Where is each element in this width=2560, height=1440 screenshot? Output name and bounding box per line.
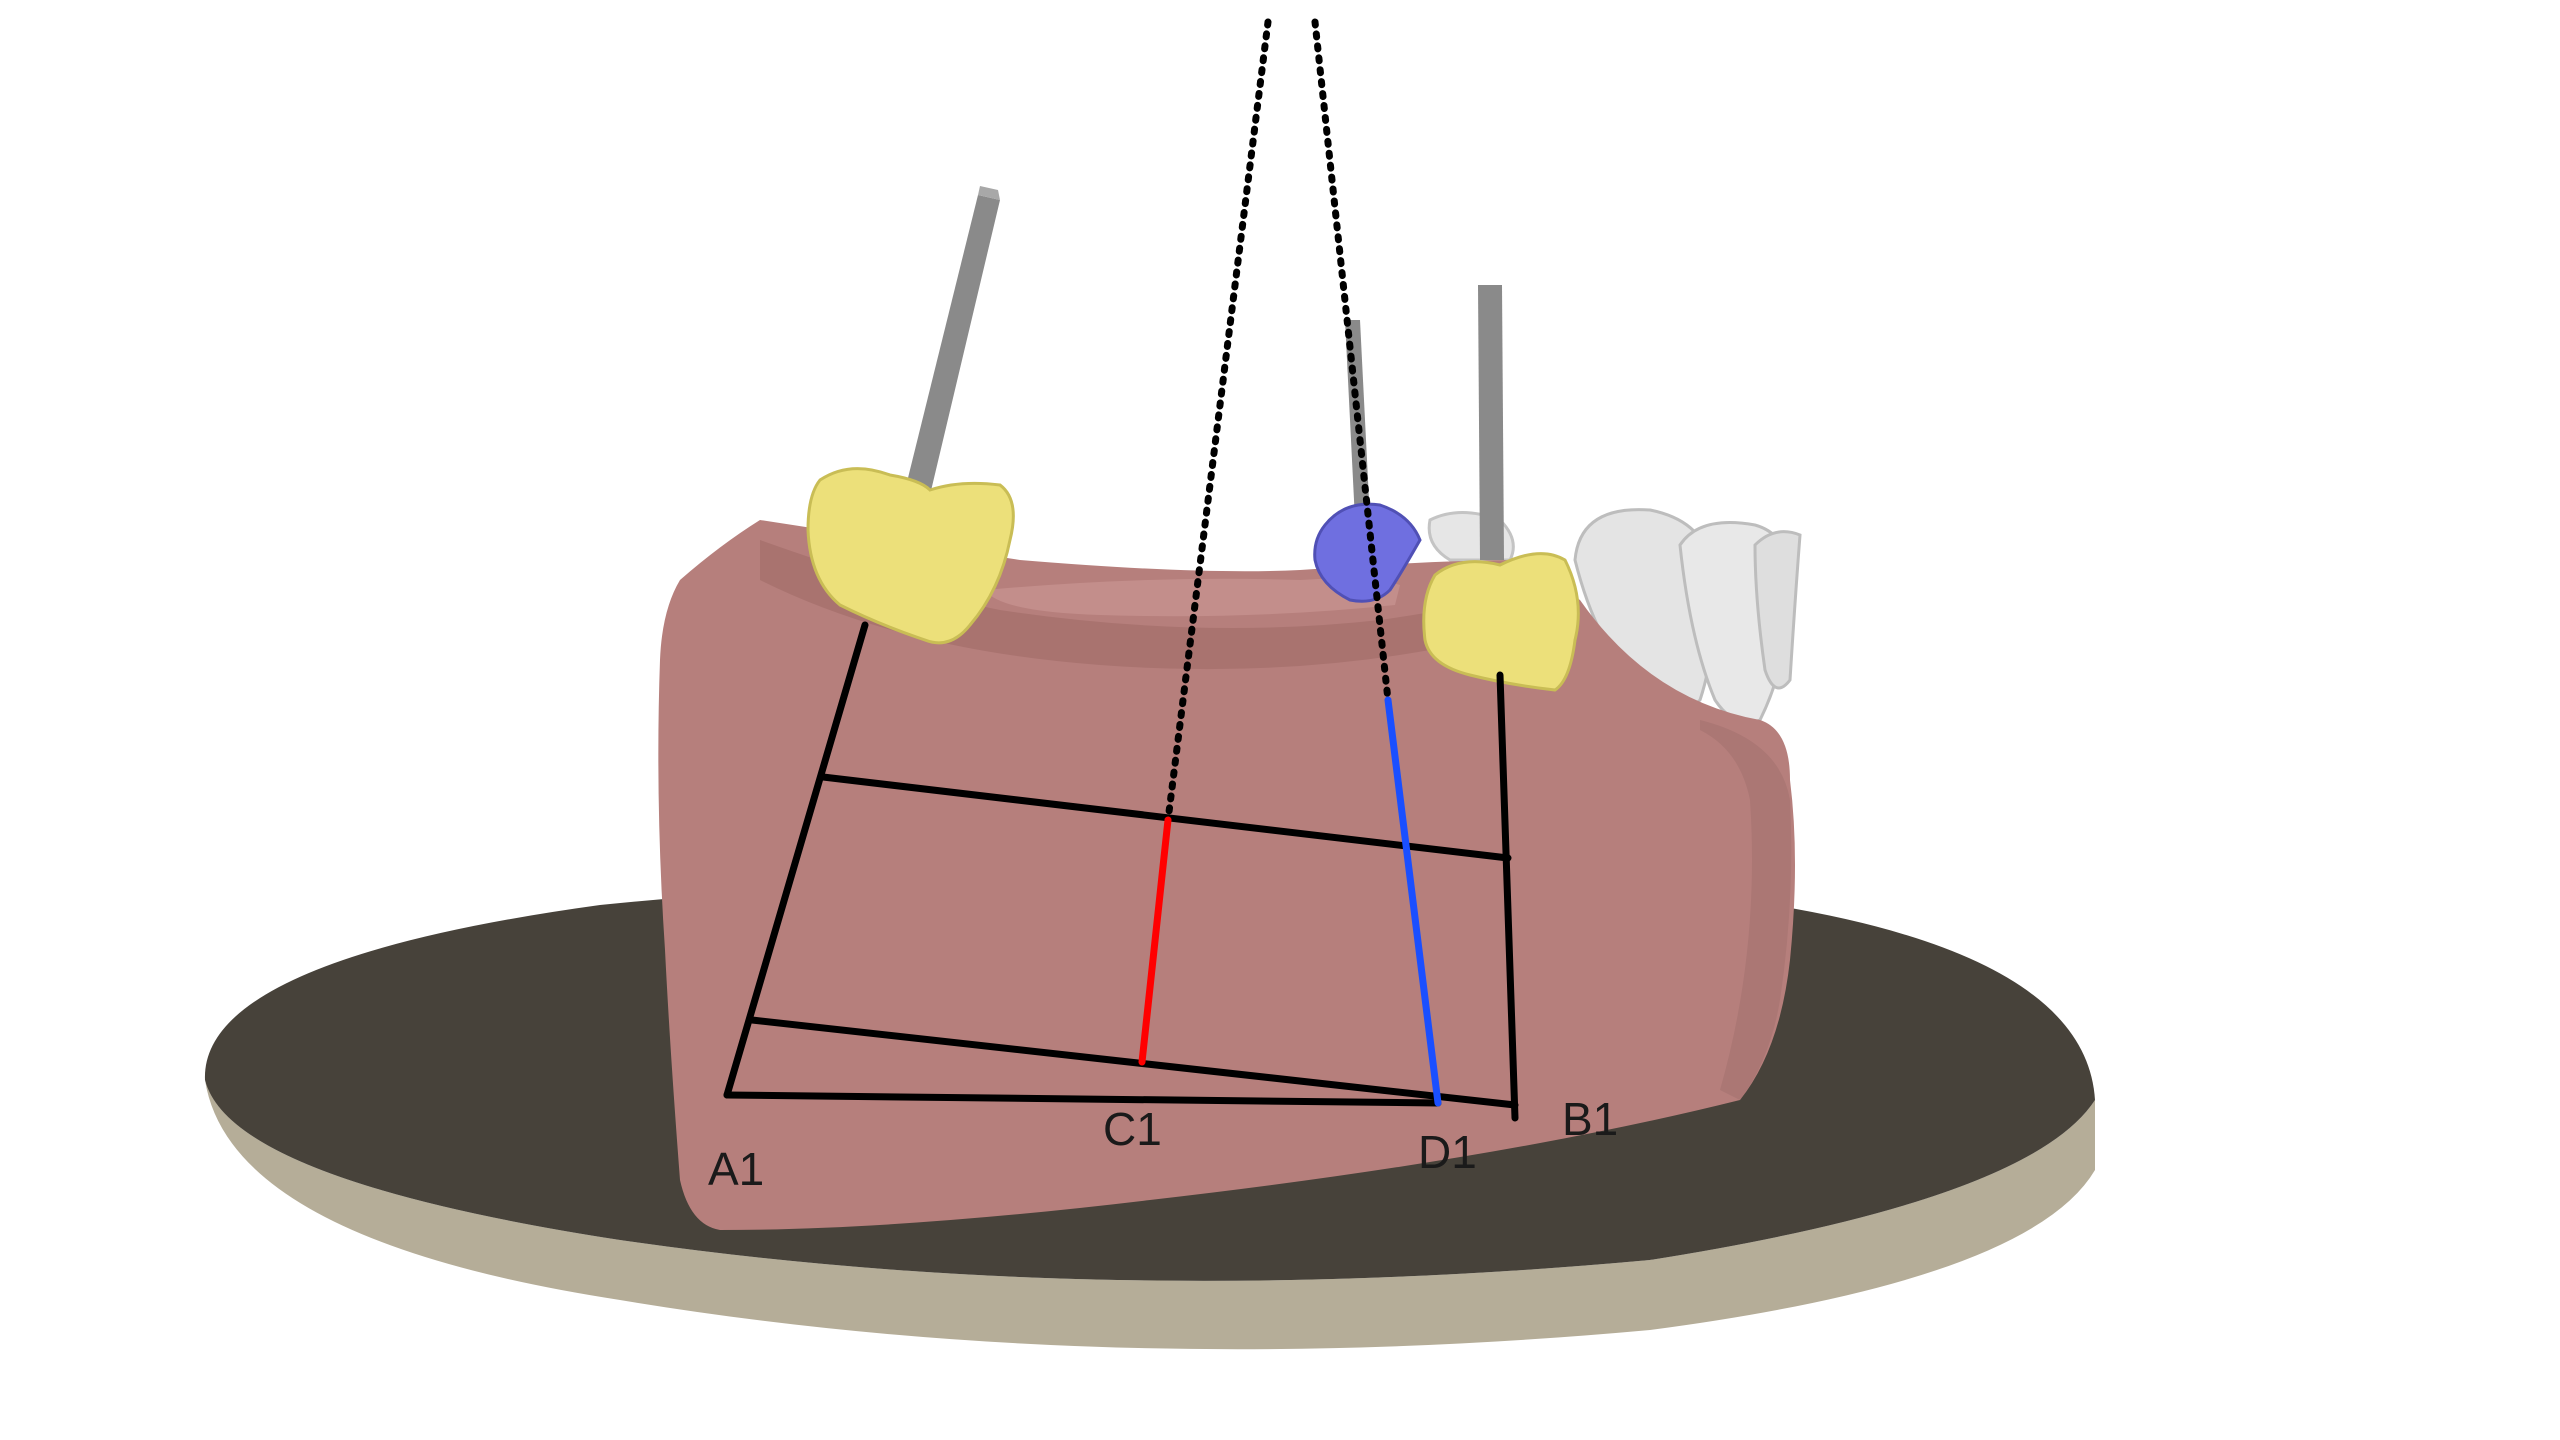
measurement-grid xyxy=(723,621,1519,1122)
grid-left-edge xyxy=(723,621,869,1099)
label-b1: B1 xyxy=(1562,1093,1618,1145)
segment-c1-red xyxy=(1138,816,1172,1066)
label-d1: D1 xyxy=(1418,1126,1477,1178)
segment-d1-blue xyxy=(1384,696,1442,1107)
gum-top-rim xyxy=(985,578,1400,617)
natural-tooth xyxy=(1753,530,1802,690)
right-crown-group xyxy=(1422,285,1580,692)
grid-right-edge xyxy=(1496,671,1519,1122)
projection-lines xyxy=(1164,18,1392,824)
label-a1: A1 xyxy=(708,1143,764,1195)
natural-teeth xyxy=(1427,508,1802,724)
dotted-line-d xyxy=(1311,18,1392,704)
blue-crown xyxy=(1313,502,1422,603)
dotted-line-c xyxy=(1164,18,1272,824)
blue-crown-group xyxy=(1313,320,1422,603)
label-c1: C1 xyxy=(1103,1103,1162,1155)
yellow-crown-left xyxy=(806,467,1015,645)
grid-lower-line xyxy=(748,1016,1519,1109)
left-crown-group xyxy=(806,186,1015,645)
gum-right-shadow xyxy=(1700,720,1792,1100)
grid-upper-line xyxy=(819,773,1512,862)
grid-baseline xyxy=(723,1091,1442,1107)
guide-pin-left-cap xyxy=(978,186,1000,200)
guide-pin-left xyxy=(905,195,1000,495)
platform-edge xyxy=(205,1080,2095,1350)
guide-pin-right xyxy=(1478,285,1504,560)
yellow-crown-right xyxy=(1422,552,1580,692)
